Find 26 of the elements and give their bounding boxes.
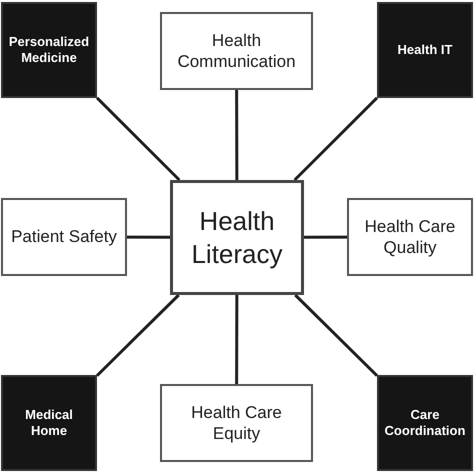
connector-line [96, 294, 180, 377]
concept-label: Health IT [398, 42, 452, 58]
connector-line [96, 96, 180, 182]
concept-box [377, 2, 473, 98]
concept-label: Care Coordination [384, 406, 466, 440]
concept-label: Health Literacy [190, 205, 284, 270]
concept-box [377, 375, 473, 471]
concept-box [160, 12, 313, 90]
concept-box [1, 375, 97, 471]
concept-label: Health Care Quality [364, 216, 456, 258]
connector-line [235, 295, 238, 384]
concept-box [1, 2, 97, 98]
concept-label: Patient Safety [11, 226, 117, 248]
concept-box [1, 198, 127, 276]
concept-label: Health Communication [176, 30, 297, 72]
concept-box [160, 384, 313, 462]
connector-line [294, 294, 378, 377]
connector-line [127, 236, 170, 239]
concept-label: Health Care Equity [190, 402, 283, 444]
connector-line [304, 236, 347, 239]
concept-label: Medical Home [24, 406, 74, 440]
connector-line [235, 90, 238, 180]
concept-box [347, 198, 473, 276]
central-concept-box [170, 180, 304, 295]
connector-line [294, 96, 378, 182]
concept-label: Personalized Medicine [8, 34, 90, 66]
